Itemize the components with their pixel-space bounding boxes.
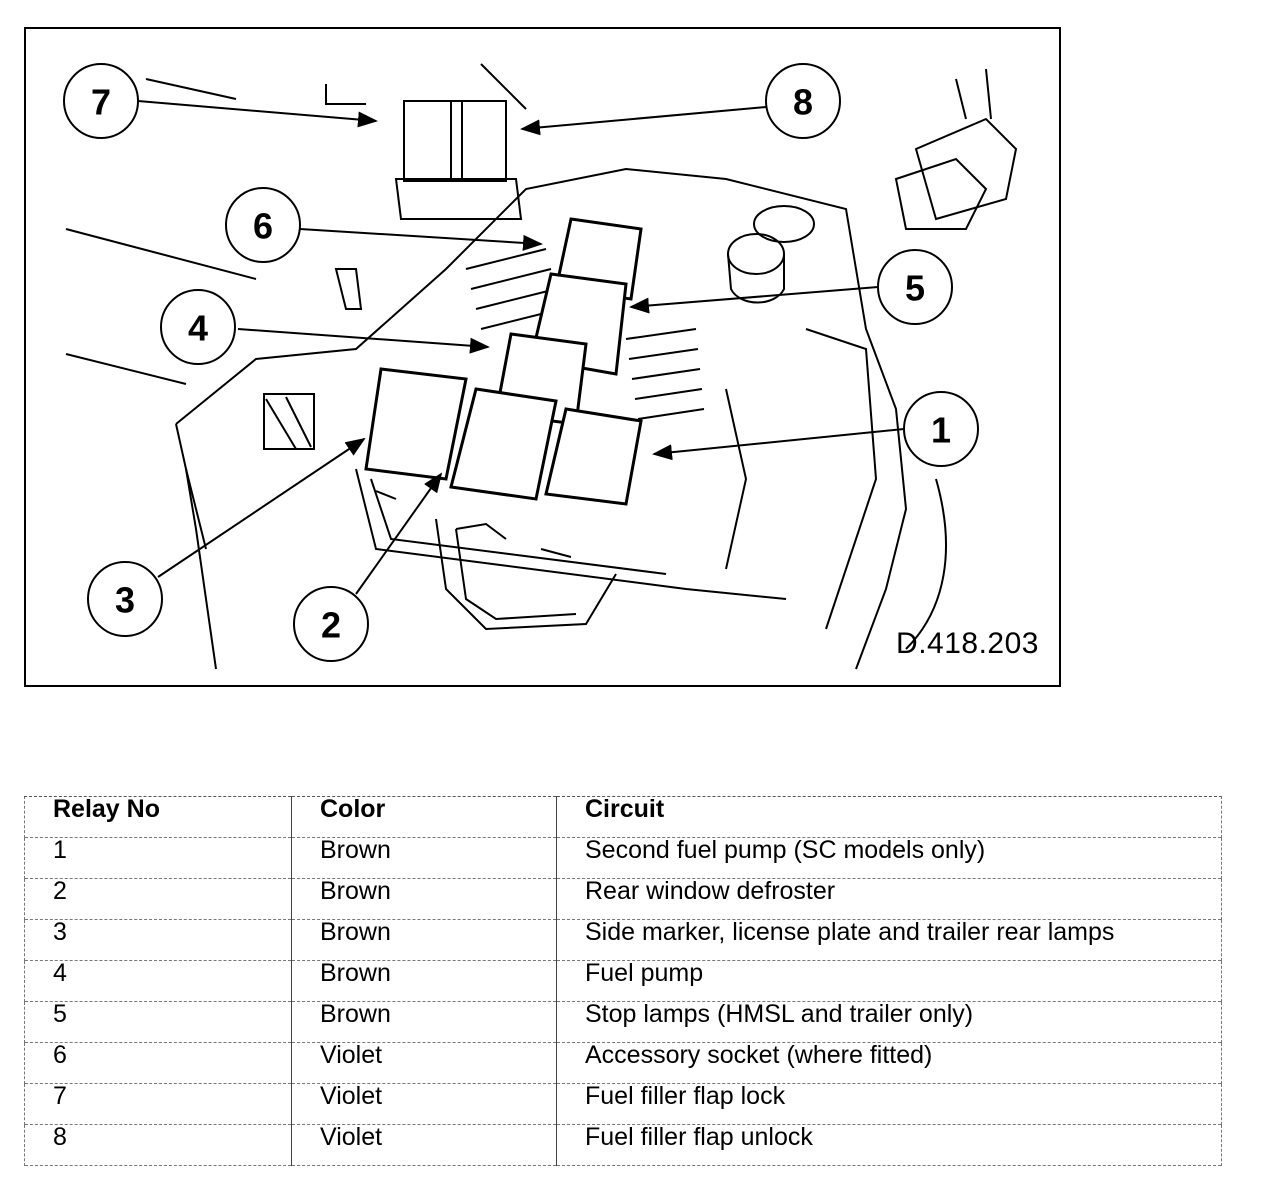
callout-circle-5 [877, 249, 953, 325]
column-header-circuit: Circuit [556, 796, 1222, 838]
relay-color-cell: Brown [291, 919, 557, 961]
table-row: 6 Violet Accessory socket (where fitted) [24, 1042, 1222, 1084]
callout-label: 7 [91, 82, 111, 123]
callout-circle-2 [293, 586, 369, 662]
relay-color-cell: Violet [291, 1042, 557, 1084]
relay-circuit-cell: Fuel filler flap unlock [556, 1124, 1222, 1166]
table-row: 3 Brown Side marker, license plate and t… [24, 919, 1222, 961]
figure-reference-code: D.418.203 [896, 627, 1039, 660]
relay-color-cell: Brown [291, 878, 557, 920]
callout-circle-4 [160, 289, 236, 365]
callout-circles [63, 63, 979, 662]
table-row: 1 Brown Second fuel pump (SC models only… [24, 837, 1222, 879]
relay-number-cell: 3 [24, 919, 292, 961]
relay-number-cell: 7 [24, 1083, 292, 1125]
relay-circuit-cell: Accessory socket (where fitted) [556, 1042, 1222, 1084]
callout-label: 3 [115, 580, 135, 621]
table-row: 5 Brown Stop lamps (HMSL and trailer onl… [24, 1001, 1222, 1043]
callout-label: 8 [793, 82, 813, 123]
relay-number-cell: 1 [24, 837, 292, 879]
relay-box-illustration: 7 8 6 5 4 1 3 2 D.418.203 [24, 27, 1061, 687]
callout-label: 2 [321, 605, 341, 646]
relay-circuit-cell: Rear window defroster [556, 878, 1222, 920]
relay-number-cell: 6 [24, 1042, 292, 1084]
relay-number-cell: 5 [24, 1001, 292, 1043]
callout-circle-3 [87, 561, 163, 637]
relay-color-cell: Brown [291, 960, 557, 1002]
relay-number-cell: 4 [24, 960, 292, 1002]
relay-circuit-cell: Fuel filler flap lock [556, 1083, 1222, 1125]
relay-circuit-cell: Fuel pump [556, 960, 1222, 1002]
callout-circle-7 [63, 63, 139, 139]
table-row: 7 Violet Fuel filler flap lock [24, 1083, 1222, 1125]
callout-label: 1 [931, 410, 951, 451]
table-row: 4 Brown Fuel pump [24, 960, 1222, 1002]
callout-circle-8 [765, 63, 841, 139]
relay-circuit-cell: Side marker, license plate and trailer r… [556, 919, 1222, 961]
relay-color-cell: Brown [291, 837, 557, 879]
table-header-row: Relay No Color Circuit [24, 796, 1222, 838]
callout-circle-6 [225, 187, 301, 263]
table-row: 8 Violet Fuel filler flap unlock [24, 1124, 1222, 1166]
callout-label: 5 [905, 268, 925, 309]
relay-number-cell: 8 [24, 1124, 292, 1166]
relay-box-drawing: 7 8 6 5 4 1 3 2 [63, 63, 1018, 670]
callout-label: 4 [188, 308, 208, 349]
relay-color-cell: Violet [291, 1124, 557, 1166]
callout-circle-1 [903, 391, 979, 467]
callout-labels: 7 8 6 5 4 1 3 2 [91, 82, 951, 646]
table-row: 2 Brown Rear window defroster [24, 878, 1222, 920]
leader-lines [137, 100, 905, 595]
relay-color-cell: Violet [291, 1083, 557, 1125]
column-header-color: Color [291, 796, 557, 838]
relay-circuit-cell: Stop lamps (HMSL and trailer only) [556, 1001, 1222, 1043]
relay-number-cell: 2 [24, 878, 292, 920]
relay-circuit-cell: Second fuel pump (SC models only) [556, 837, 1222, 879]
column-header-relay-no: Relay No [24, 796, 292, 838]
relay-color-cell: Brown [291, 1001, 557, 1043]
relay-blocks [364, 217, 643, 506]
housing-outline [65, 63, 1018, 670]
callout-label: 6 [253, 206, 273, 247]
relay-table: Relay No Color Circuit 1 Brown Second fu… [24, 796, 1222, 1166]
